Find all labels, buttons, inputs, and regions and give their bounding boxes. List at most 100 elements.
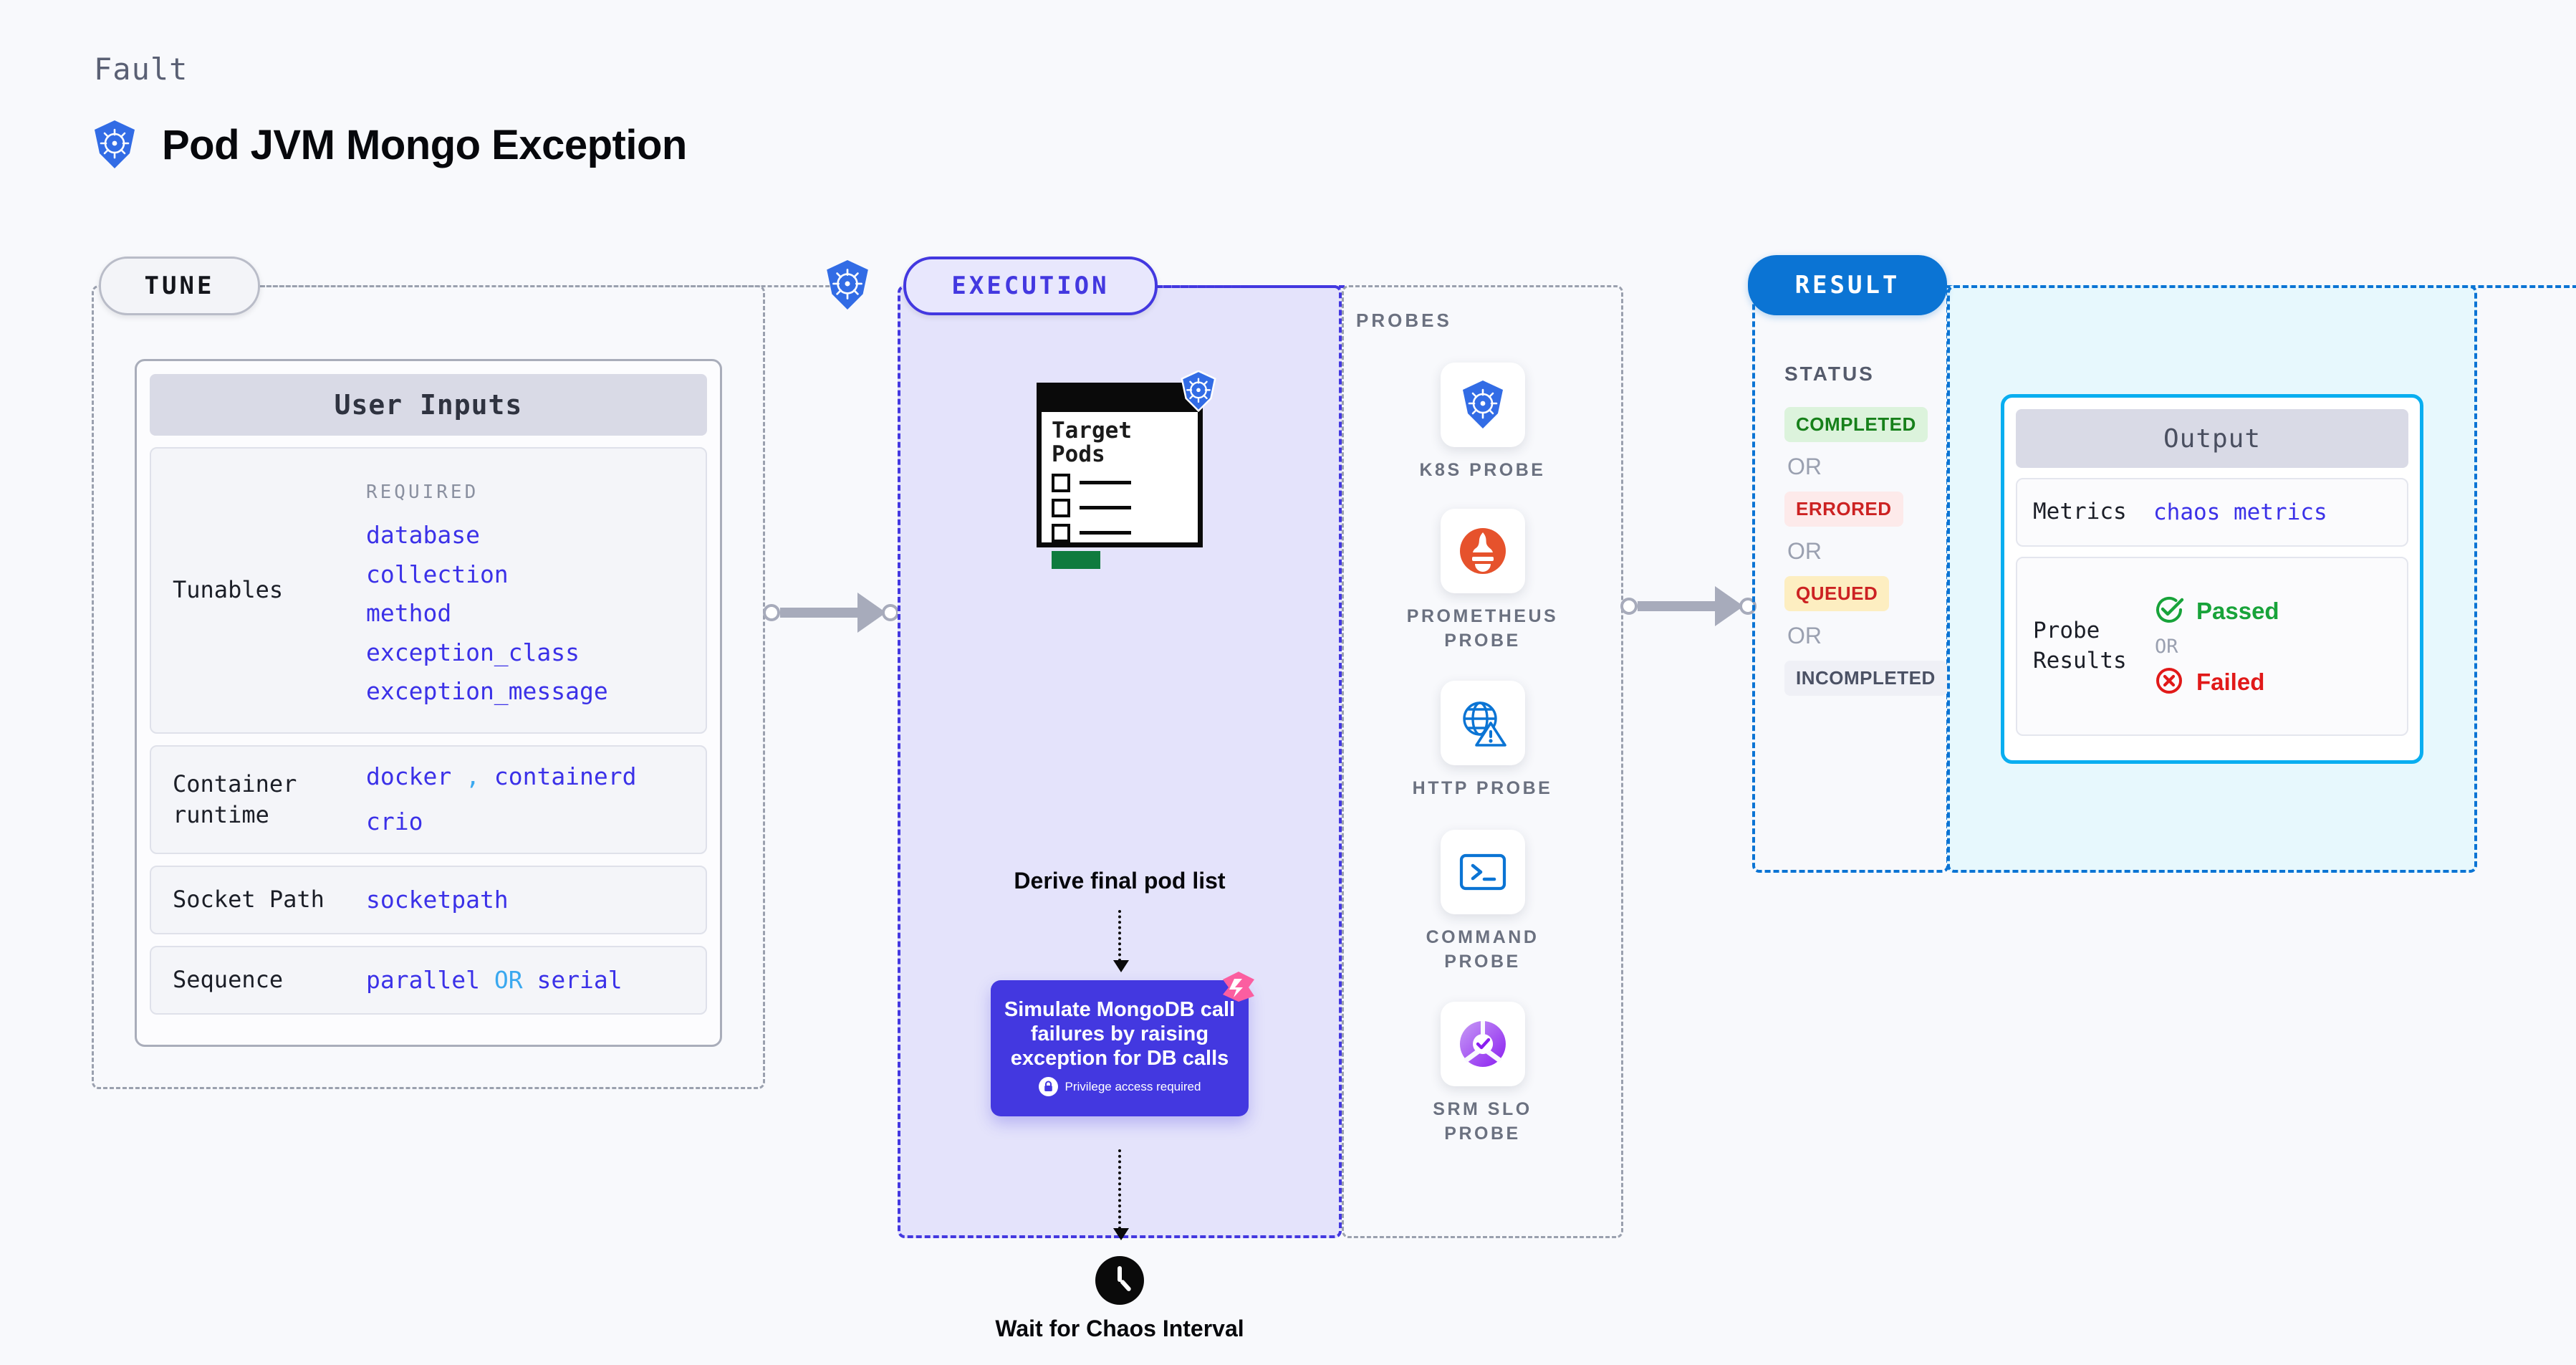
output-card-title: Output — [2016, 409, 2408, 468]
probe-result-passed: Passed — [2153, 594, 2279, 628]
ribbon-icon — [1220, 970, 1257, 1007]
row-label: Container runtime — [173, 770, 297, 828]
tunable-item[interactable]: database — [366, 521, 480, 550]
chaos-action-card[interactable]: Simulate MongoDB call failures by raisin… — [991, 972, 1254, 1116]
line-placeholder — [1080, 506, 1131, 510]
row-label: Socket Path — [173, 886, 325, 914]
tunable-item[interactable]: exception_class — [366, 638, 580, 666]
line-placeholder — [1080, 481, 1131, 485]
tune-top-dashed-line — [261, 285, 855, 287]
runtime-option[interactable]: crio — [366, 808, 423, 835]
page-title: Pod JVM Mongo Exception — [162, 121, 687, 168]
x-circle-icon — [2153, 665, 2185, 699]
user-inputs-card: User Inputs Tunables REQUIRED database c… — [135, 359, 722, 1047]
execution-panel: EXECUTION Target Pods — [898, 257, 1345, 1341]
status-title: STATUS — [1784, 363, 1875, 385]
table-row: Probe Results Passed OR — [2016, 557, 2408, 736]
execution-stage-pill[interactable]: EXECUTION — [903, 257, 1158, 315]
probe-label: SRM SLO PROBE — [1433, 1099, 1532, 1144]
http-globe-icon — [1440, 681, 1525, 765]
probes-panel: PROBES K8S PROBE — [1342, 285, 1623, 1238]
probe-item-k8s[interactable]: K8S PROBE — [1375, 363, 1590, 483]
probe-item-command[interactable]: COMMAND PROBE — [1375, 830, 1590, 974]
required-label: REQUIRED — [366, 482, 479, 504]
probe-item-srm-slo[interactable]: SRM SLO PROBE — [1375, 1002, 1590, 1146]
sequence-values: parallel OR serial — [366, 958, 623, 1003]
value-separator: , — [466, 762, 480, 791]
status-badge: COMPLETED — [1784, 407, 1928, 442]
probe-label: COMMAND PROBE — [1426, 927, 1539, 972]
tunable-item[interactable]: exception_message — [366, 677, 608, 706]
list-item — [1042, 473, 1198, 492]
status-list: COMPLETED OR ERRORED OR QUEUED OR INCOMP… — [1784, 407, 1947, 696]
action-card-text: Simulate MongoDB call failures by raisin… — [1004, 997, 1236, 1071]
probes-title: PROBES — [1356, 310, 1452, 331]
probe-label: K8S PROBE — [1419, 460, 1546, 480]
socket-path-value[interactable]: socketpath — [366, 885, 509, 914]
kubernetes-icon — [824, 259, 871, 315]
kubernetes-icon — [92, 120, 138, 170]
checkbox-icon — [1052, 523, 1070, 542]
runtime-option[interactable]: containerd — [494, 762, 637, 791]
tunable-item[interactable]: collection — [366, 560, 509, 588]
check-circle-icon — [2153, 594, 2185, 628]
privilege-note-text: Privilege access required — [1064, 1079, 1201, 1093]
status-badge: ERRORED — [1784, 492, 1903, 527]
target-pods-doc: Target Pods — [1037, 370, 1216, 569]
step-caption-derive-pod-list: Derive final pod list — [1014, 868, 1226, 894]
table-row: Tunables REQUIRED database collection me… — [150, 447, 707, 734]
srm-slo-icon — [1440, 1002, 1525, 1086]
connector-arrowhead — [1715, 586, 1744, 626]
tunable-item[interactable]: method — [366, 599, 452, 628]
line-placeholder — [1080, 531, 1131, 535]
row-label: Probe Results — [2033, 618, 2127, 674]
metrics-value[interactable]: chaos metrics — [2153, 499, 2327, 525]
user-inputs-title: User Inputs — [150, 374, 707, 436]
list-item — [1042, 498, 1198, 517]
table-row: Socket Path socketpath — [150, 866, 707, 934]
status-badge: INCOMPLETED — [1784, 661, 1947, 696]
sequence-option[interactable]: parallel — [366, 965, 480, 994]
connector-line — [1638, 601, 1716, 611]
status-badge: QUEUED — [1784, 576, 1890, 611]
or-separator: OR — [1787, 454, 1822, 479]
kubernetes-icon — [1440, 363, 1525, 447]
output-card: Output Metrics chaos metrics Probe Resul… — [2001, 394, 2423, 764]
checkbox-icon — [1052, 498, 1070, 517]
lock-icon — [1038, 1077, 1058, 1097]
passed-label: Passed — [2196, 597, 2279, 624]
probe-item-http[interactable]: HTTP PROBE — [1375, 681, 1590, 801]
output-panel: Output Metrics chaos metrics Probe Resul… — [1947, 285, 2477, 873]
row-label: Tunables — [173, 576, 284, 604]
table-row: Container runtime docker , containerd cr… — [150, 745, 707, 854]
value-separator: OR — [494, 965, 523, 994]
connector-start-dot — [1620, 598, 1638, 615]
row-label: Sequence — [173, 966, 284, 994]
tune-stage-pill[interactable]: TUNE — [99, 257, 260, 315]
flow-arrow — [1113, 910, 1129, 972]
result-stage-pill[interactable]: RESULT — [1748, 255, 1947, 315]
connector-tune-to-execution — [763, 593, 899, 633]
connector-end-dot — [882, 604, 899, 621]
connector-execution-to-result — [1620, 586, 1756, 626]
row-label: Metrics — [2033, 499, 2127, 525]
failed-label: Failed — [2196, 668, 2265, 695]
kubernetes-icon — [1179, 370, 1218, 416]
list-item — [1042, 523, 1198, 542]
doc-title-bar — [1042, 388, 1198, 412]
table-row: Metrics chaos metrics — [2016, 478, 2408, 547]
result-panel: RESULT STATUS COMPLETED OR ERRORED OR QU… — [1748, 255, 2576, 873]
clock-icon — [1095, 1256, 1144, 1305]
probe-item-prometheus[interactable]: PROMETHEUS PROBE — [1375, 509, 1590, 653]
flow-arrow — [1113, 1149, 1129, 1240]
step-caption-wait-for-chaos-interval: Wait for Chaos Interval — [995, 1316, 1244, 1341]
table-row: Sequence parallel OR serial — [150, 946, 707, 1015]
prometheus-icon — [1440, 509, 1525, 593]
sequence-option[interactable]: serial — [537, 965, 623, 994]
runtime-option[interactable]: docker — [366, 762, 452, 791]
connector-line — [780, 608, 859, 618]
probe-result-failed: Failed — [2153, 665, 2279, 699]
or-separator: OR — [1787, 623, 1822, 648]
or-separator: OR — [1787, 538, 1822, 564]
